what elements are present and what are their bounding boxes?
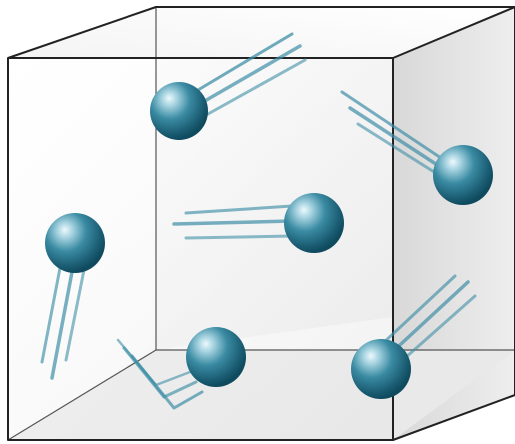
molecule-sphere: [150, 82, 208, 140]
motion-trail: [172, 204, 294, 240]
molecule: [340, 90, 493, 205]
molecule-sphere: [284, 193, 344, 253]
cube-right-edges: [392, 7, 515, 441]
cube-top-edges: [7, 6, 515, 59]
molecule-sphere: [45, 213, 105, 273]
molecule: [150, 32, 307, 140]
molecule: [40, 213, 105, 380]
motion-trail: [378, 274, 477, 368]
molecule-sphere: [433, 145, 493, 205]
molecule: [172, 193, 344, 253]
molecule-sphere: [351, 339, 411, 399]
molecules: [40, 32, 493, 410]
motion-trail: [116, 338, 204, 410]
cube-right-face: [393, 7, 515, 440]
motion-trail: [196, 32, 307, 116]
molecule: [351, 274, 477, 399]
cube-back-diagonal-edge: [7, 349, 157, 441]
molecule: [116, 327, 246, 410]
cube-front-face: [8, 58, 393, 440]
molecule-sphere: [186, 327, 246, 387]
cube-top-face: [8, 7, 515, 58]
motion-trail: [40, 266, 86, 380]
